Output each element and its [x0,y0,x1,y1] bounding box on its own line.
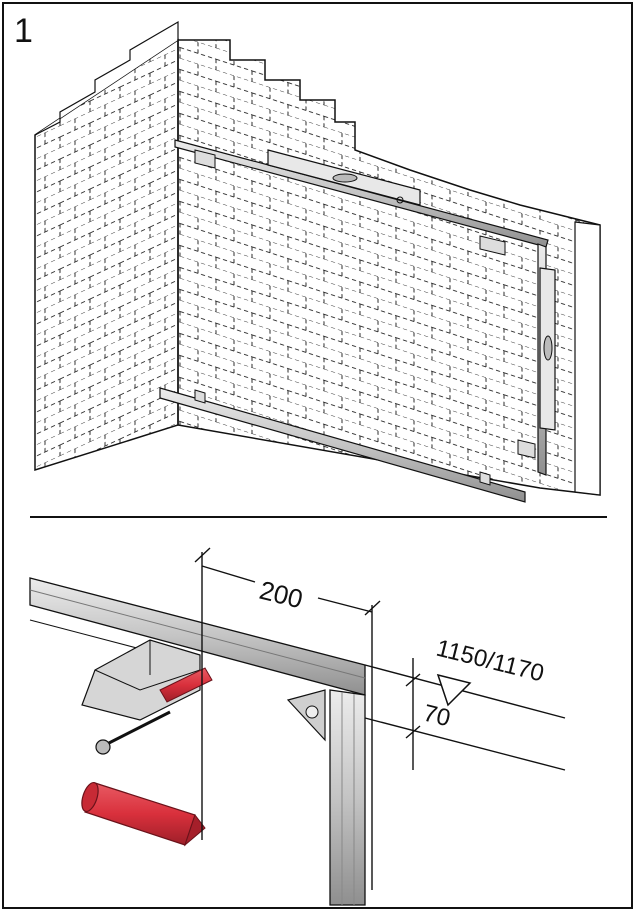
step-number: 1 [14,12,33,50]
left-wall [34,38,179,472]
ref-line-bottom [364,717,566,771]
bottom-profile [159,387,526,503]
dimension-spacing: 200 [257,575,306,615]
anchor-plug [81,781,206,847]
detail-post [329,689,366,906]
level-marker-icon [436,673,472,707]
anchor-installed [159,667,213,703]
screw-icon [95,739,111,755]
ref-line-top [364,664,566,719]
wall-corner-illustration [34,20,601,503]
back-wall [177,39,601,496]
detail-illustration: 200 70 1150/1170 [29,547,566,906]
